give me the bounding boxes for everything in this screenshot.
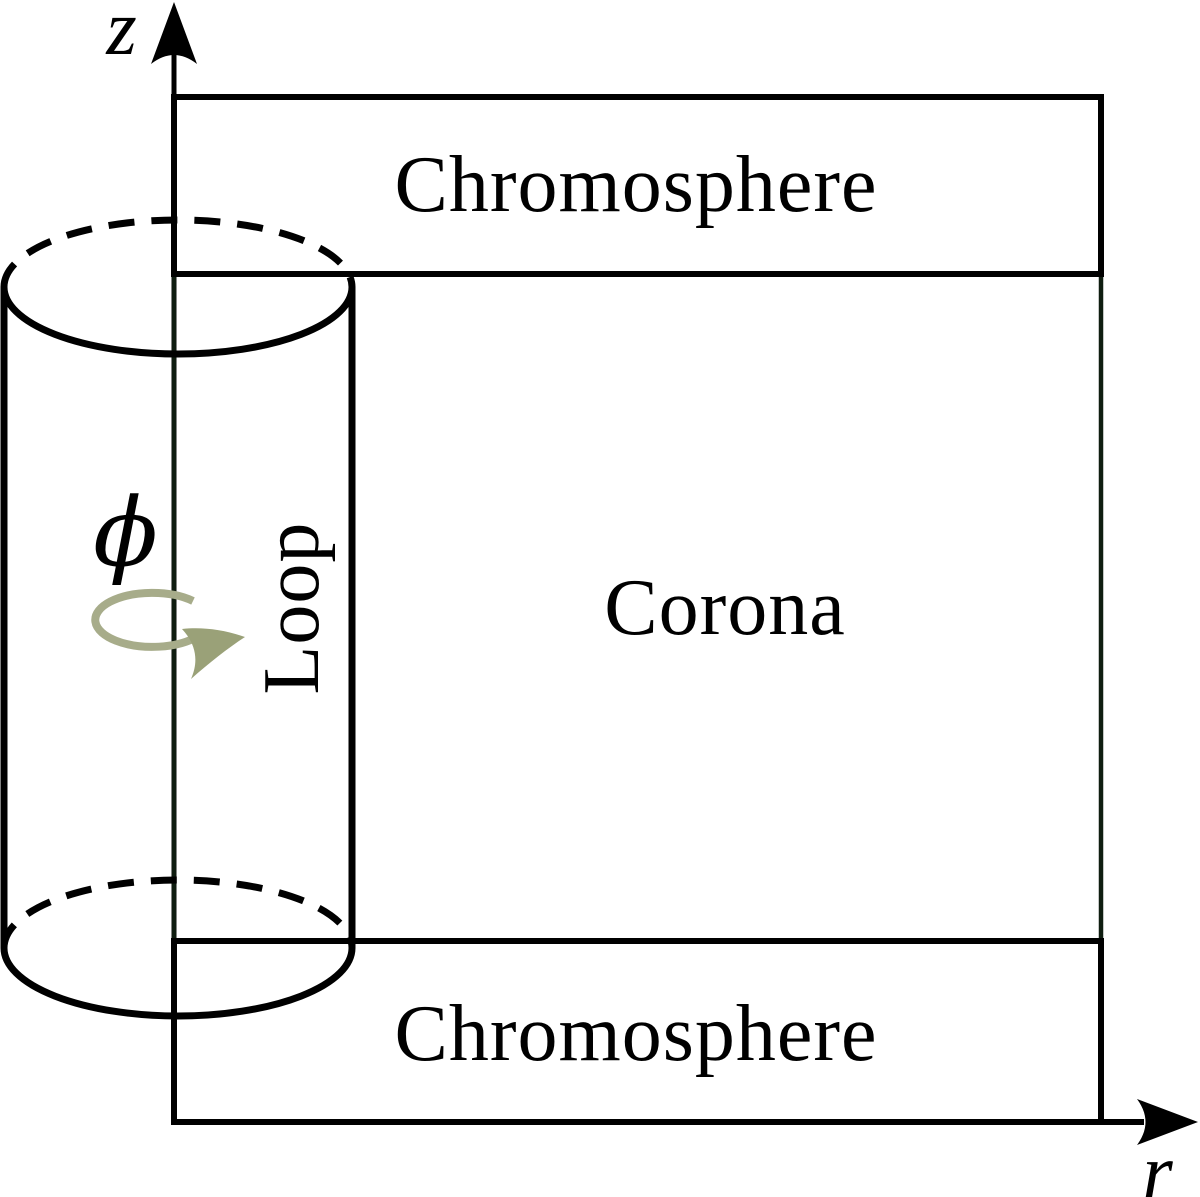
loop-label: Loop <box>248 521 336 695</box>
cylinder-bottom-ellipse-back <box>0 876 356 949</box>
r-axis-label: r <box>1142 1128 1174 1197</box>
cylinder-top-ellipse-front <box>0 286 356 358</box>
chromosphere-bottom-label: Chromosphere <box>394 990 878 1078</box>
cylinder-bottom-ellipse-front <box>0 947 356 1020</box>
phi-rotation-arrowhead-icon <box>182 628 245 679</box>
chromosphere-top-box <box>171 94 1104 277</box>
r-axis-arrowhead-icon <box>1137 1099 1198 1145</box>
phi-symbol-label: ϕ <box>93 478 159 589</box>
z-axis-arrowhead-icon <box>151 2 197 64</box>
chromosphere-bottom-box <box>171 938 1104 1125</box>
z-axis-label: z <box>106 0 138 71</box>
loop-cylinder <box>0 216 356 1020</box>
chromosphere-top-label: Chromosphere <box>394 141 878 229</box>
cylinder-top-ellipse-back <box>0 216 356 288</box>
corona-label: Corona <box>604 564 846 652</box>
phi-rotation-arc <box>91 588 201 651</box>
